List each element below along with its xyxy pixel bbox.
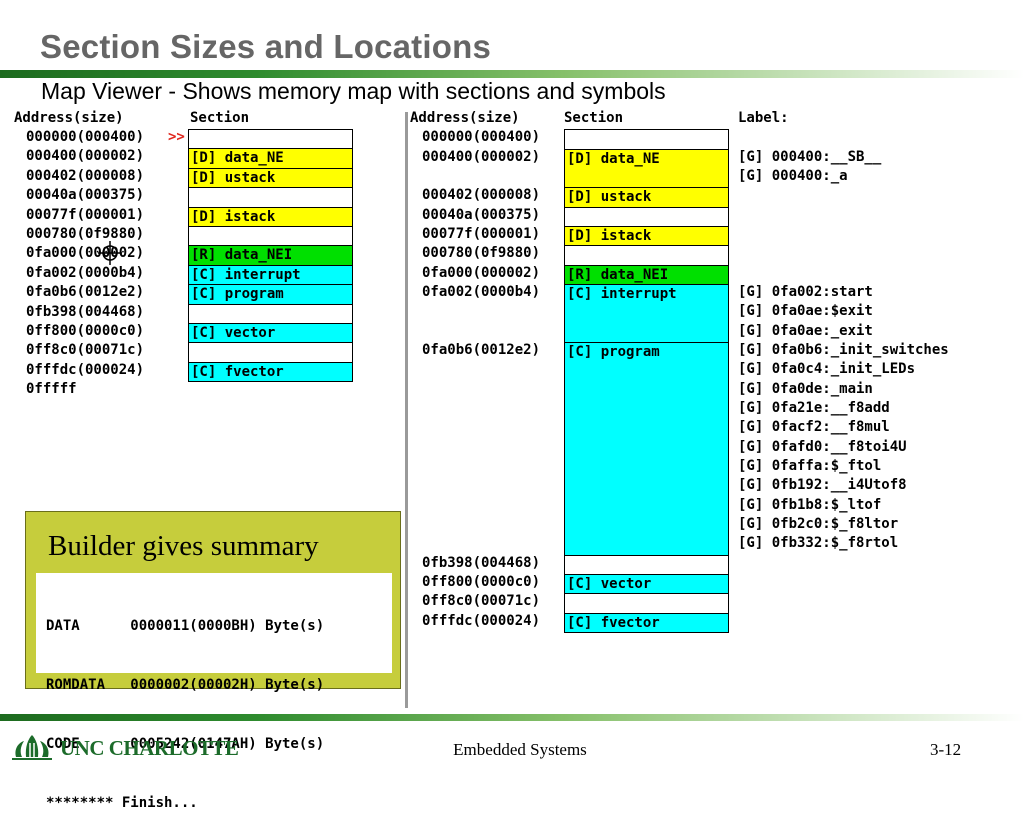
summary-text: DATA 0000011(0000BH) Byte(s) ROMDATA 000… <box>46 578 324 833</box>
footer-course: Embedded Systems <box>453 740 587 759</box>
right-row-address: 00077f(000001) <box>422 225 541 242</box>
left-section-cell[interactable] <box>188 342 353 363</box>
footer-rule <box>0 714 1024 721</box>
right-section-cell[interactable] <box>564 129 729 150</box>
symbol-label: [G] 0fa0c4:_init_LEDs <box>738 361 916 378</box>
left-row-address: 0fffdc(000024) <box>26 361 145 378</box>
right-section-cell[interactable]: [D] istack <box>564 225 729 247</box>
summary-output <box>36 573 392 673</box>
left-section-cell[interactable]: [R] data_NEI <box>188 245 353 266</box>
symbol-label: [G] 0fb2c0:$_f8ltor <box>738 515 899 532</box>
left-row-address: 0ff8c0(00071c) <box>26 342 145 359</box>
unc-charlotte-wordmark: UNC CHARLOTTE <box>60 736 239 760</box>
left-row-address: 0fb398(004468) <box>26 303 145 320</box>
right-header-label: Label: <box>738 110 789 126</box>
right-section-cell[interactable]: [C] program <box>564 341 729 556</box>
symbol-label: [G] 0facf2:__f8mul <box>738 419 890 436</box>
right-section-cell[interactable]: [R] data_NEI <box>564 264 729 285</box>
unc-charlotte-crown-logo-icon <box>8 731 56 763</box>
page-number: 3-12 <box>930 740 962 759</box>
summary-line: ROMDATA 0000002(00002H) Byte(s) <box>46 676 325 693</box>
left-row-address: 000000(000400) <box>26 129 145 145</box>
slide-title: Section Sizes and Locations <box>40 28 491 65</box>
left-row-address: 0ff800(0000c0) <box>26 323 145 339</box>
symbol-label: [G] 000400:__SB__ <box>738 148 882 165</box>
right-section-cell[interactable]: [D] ustack <box>564 187 729 208</box>
symbol-label: [G] 000400:_a <box>738 167 848 184</box>
left-section-cell[interactable] <box>188 226 353 247</box>
symbol-label: [G] 0fb192:__i4Utof8 <box>738 477 907 494</box>
left-row-address: 000400(000002) <box>26 148 145 165</box>
left-row-address: 00040a(000375) <box>26 187 145 204</box>
right-row-address: 000000(000400) <box>422 129 541 146</box>
left-row-address: 0fffff <box>26 381 77 398</box>
symbol-label: [G] 0fa0ae:$exit <box>738 303 873 320</box>
left-header-address: Address(size) <box>14 110 124 126</box>
right-section-cell[interactable]: [D] data_NE <box>564 148 729 189</box>
summary-title: Builder gives summary <box>48 530 319 562</box>
summary-line: ******** Finish... <box>46 794 198 811</box>
symbol-label: [G] 0fb1b8:$_ltof <box>738 496 882 513</box>
right-row-address: 000780(0f9880) <box>422 245 541 262</box>
crosshair-cursor-icon <box>98 241 122 270</box>
left-section-cell[interactable]: [D] ustack <box>188 167 353 189</box>
symbol-label: [G] 0fafd0:__f8toi4U <box>738 438 907 455</box>
right-row-address: 00040a(000375) <box>422 206 541 223</box>
left-map-panel: Address(size) Section 000000(000400) >> 00… <box>14 109 402 509</box>
right-row-address: 000402(000008) <box>422 187 541 204</box>
left-section-cell[interactable]: [D] istack <box>188 206 353 227</box>
right-section-cell[interactable]: [C] fvector <box>564 612 729 633</box>
left-section-cell[interactable] <box>188 129 353 150</box>
right-row-address: 0ff8c0(00071c) <box>422 593 541 610</box>
symbol-label: [G] 0fa0b6:_init_switches <box>738 341 949 358</box>
symbol-label: [G] 0fa21e:__f8add <box>738 399 890 416</box>
left-row-address: 000780(0f9880) <box>26 226 145 242</box>
right-map-panel: Address(size) Section Label: 000000(0004… <box>410 109 1010 709</box>
left-section-cell[interactable]: [C] program <box>188 284 353 305</box>
left-section-cell[interactable] <box>188 303 353 324</box>
right-header-address: Address(size) <box>410 110 520 126</box>
left-section-cell[interactable]: [C] fvector <box>188 361 353 383</box>
left-row-address: 000402(000008) <box>26 167 145 184</box>
current-row-marker: >> <box>168 129 185 145</box>
left-row-address: 0fa002(0000b4) <box>26 264 145 281</box>
right-header-section: Section <box>564 110 624 126</box>
right-section-cell[interactable]: [C] interrupt <box>564 283 729 343</box>
symbol-label: [G] 0fb332:$_f8rtol <box>738 535 899 552</box>
slide-subtitle: Map Viewer - Shows memory map with secti… <box>41 78 666 104</box>
left-row-address: 0fa000(000002) <box>26 245 145 262</box>
header-rule <box>0 70 1024 78</box>
summary-line: CODE 0005242(0147AH) Byte(s) <box>46 735 325 752</box>
right-section-cell[interactable] <box>564 593 729 614</box>
left-section-cell[interactable]: [C] vector <box>188 323 353 344</box>
symbol-label: [G] 0faffa:$_ftol <box>738 457 882 474</box>
right-row-address: 0fffdc(000024) <box>422 612 541 629</box>
right-section-cell[interactable]: [C] vector <box>564 573 729 595</box>
symbol-label: [G] 0fa002:start <box>738 283 873 300</box>
left-row-address: 0fa0b6(0012e2) <box>26 284 145 301</box>
right-section-cell[interactable] <box>564 554 729 575</box>
left-section-cell[interactable]: [D] data_NE <box>188 148 353 169</box>
right-section-cell[interactable] <box>564 245 729 266</box>
panel-divider <box>405 112 408 708</box>
symbol-label: [G] 0fa0de:_main <box>738 380 873 397</box>
right-row-address: 0fa0b6(0012e2) <box>422 341 541 358</box>
right-section-cell[interactable] <box>564 206 729 227</box>
left-header-section: Section <box>190 110 250 126</box>
left-row-address: 00077f(000001) <box>26 206 145 223</box>
right-row-address: 0fa002(0000b4) <box>422 283 541 300</box>
summary-line: DATA 0000011(0000BH) Byte(s) <box>46 618 325 635</box>
right-row-address: 0fa000(000002) <box>422 264 541 281</box>
right-row-address: 000400(000002) <box>422 148 541 165</box>
right-row-address: 0fb398(004468) <box>422 554 541 571</box>
right-row-address: 0ff800(0000c0) <box>422 573 541 590</box>
symbol-label: [G] 0fa0ae:_exit <box>738 322 873 339</box>
left-section-cell[interactable]: [C] interrupt <box>188 264 353 286</box>
left-section-cell[interactable] <box>188 187 353 208</box>
